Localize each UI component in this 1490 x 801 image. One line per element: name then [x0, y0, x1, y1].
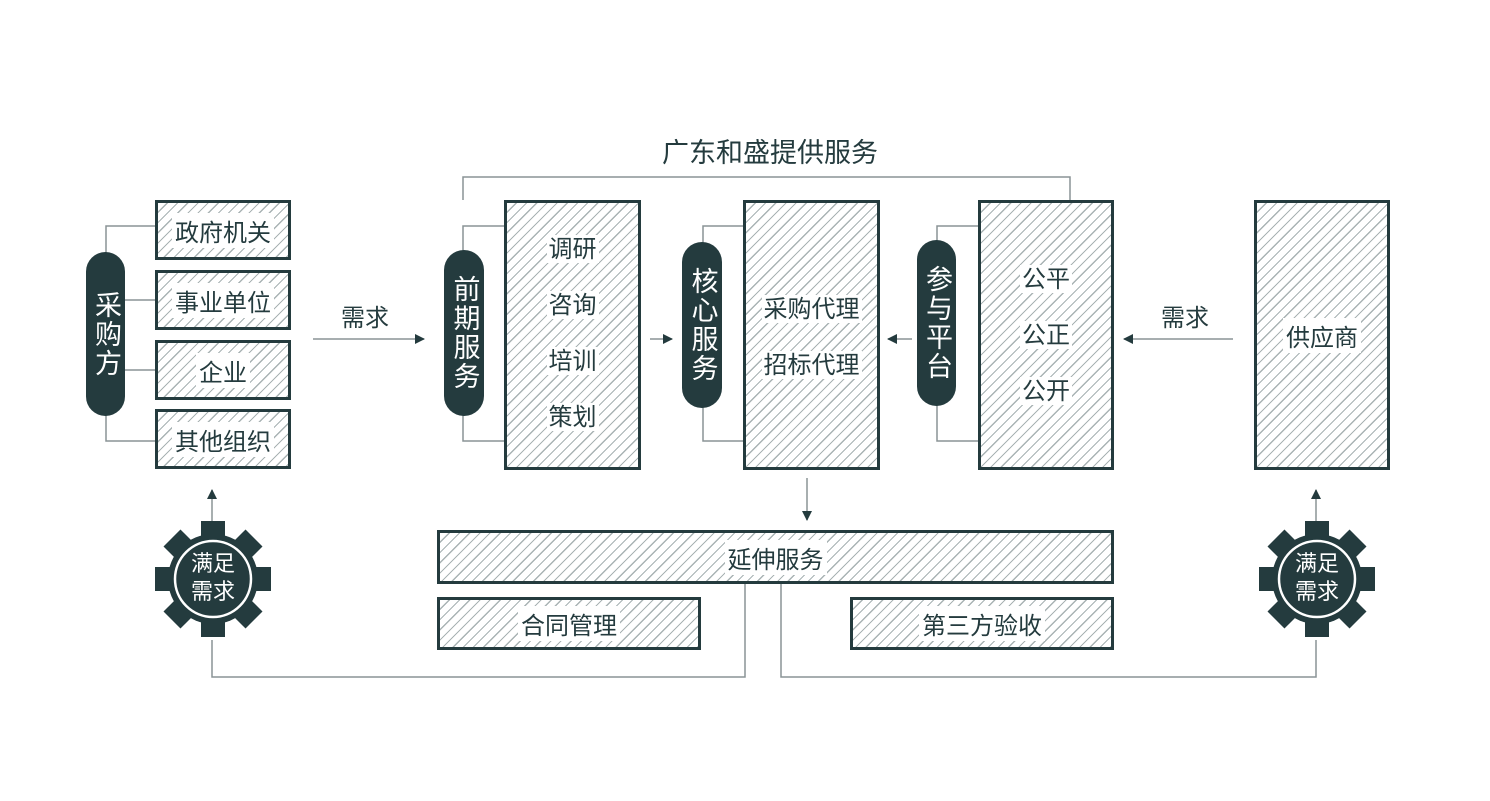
- core-service-pill: 核心服务: [682, 242, 722, 408]
- supplier-label: 供应商: [1283, 317, 1361, 353]
- extended-service-item: 合同管理: [518, 606, 620, 641]
- demand-label-right: 需求: [1161, 304, 1209, 332]
- pre-service-item: 策划: [546, 403, 599, 431]
- platform-item: 公平: [1020, 265, 1072, 293]
- pre-service-pill: 前期服务: [444, 250, 484, 416]
- core-service-box: 采购代理 招标代理: [743, 200, 880, 470]
- gear-label-right: 满足 需求: [1282, 551, 1352, 607]
- bottom-loop-right: [780, 583, 1317, 678]
- extended-service-box: 延伸服务: [437, 530, 1114, 584]
- top-label: 广东和盛提供服务: [662, 138, 878, 169]
- pre-service-box: 调研 咨询 培训 策划: [504, 200, 641, 470]
- platform-pill: 参与平台: [917, 240, 956, 406]
- third-party-acceptance-box: 第三方验收: [850, 597, 1114, 650]
- contract-management-box: 合同管理: [437, 597, 701, 650]
- demand-label-left: 需求: [341, 304, 389, 332]
- purchaser-type-label: 企业: [196, 352, 250, 388]
- gear-label-left: 满足 需求: [178, 551, 248, 607]
- pre-service-item: 调研: [546, 235, 599, 263]
- platform-item: 公正: [1020, 321, 1072, 349]
- gear-label-line: 需求: [1294, 580, 1339, 605]
- purchaser-type-label: 事业单位: [172, 282, 274, 318]
- purchaser-type-box: 企业: [155, 340, 291, 400]
- purchaser-type-box: 政府机关: [155, 200, 291, 260]
- gear-label-line: 满足: [1294, 552, 1339, 577]
- bottom-loop-left: [211, 583, 746, 678]
- pre-service-item: 培训: [546, 347, 599, 375]
- extended-service-title: 延伸服务: [724, 539, 827, 575]
- purchaser-type-box: 事业单位: [155, 270, 291, 330]
- supplier-box: 供应商: [1254, 200, 1390, 470]
- platform-item: 公开: [1020, 377, 1072, 405]
- purchaser-type-label: 其他组织: [172, 421, 274, 457]
- purchaser-type-box: 其他组织: [155, 409, 291, 469]
- extended-service-item: 第三方验收: [919, 606, 1045, 641]
- purchaser-type-label: 政府机关: [172, 212, 274, 248]
- pre-service-item: 咨询: [546, 291, 599, 319]
- core-service-item: 招标代理: [761, 351, 862, 379]
- platform-box: 公平 公正 公开: [978, 200, 1114, 470]
- gear-label-line: 需求: [190, 580, 235, 605]
- purchaser-pill: 采购方: [86, 252, 125, 416]
- gear-icon: [155, 521, 271, 637]
- core-service-item: 采购代理: [761, 295, 862, 323]
- top-bracket-line: [462, 176, 1071, 200]
- gear-label-line: 满足: [190, 552, 235, 577]
- gear-icon: [1259, 521, 1375, 637]
